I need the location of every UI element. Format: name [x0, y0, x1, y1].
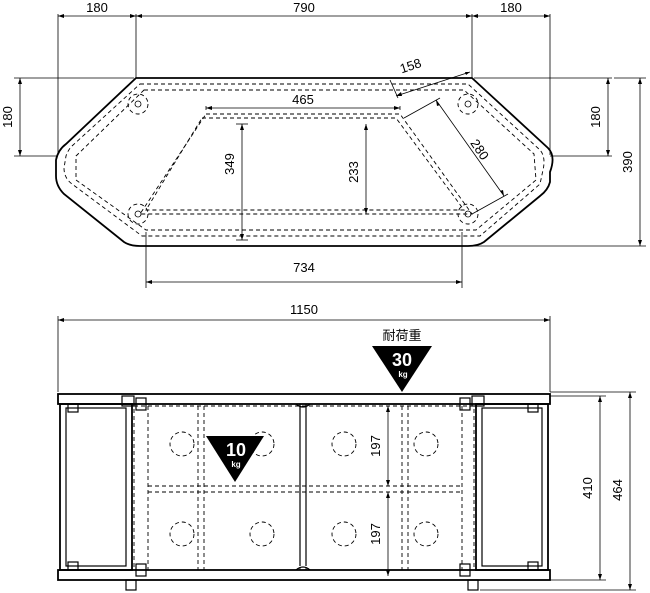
- dim-diagonal-short: 158: [398, 55, 423, 76]
- dim-inner-width: 465: [292, 92, 314, 107]
- dim-bottom-width: 734: [293, 260, 315, 275]
- caster-front-right-icon: [467, 579, 479, 591]
- right-end-panel: [475, 403, 549, 571]
- dim-lower-compartment: 197: [368, 523, 383, 545]
- front-top-board: [57, 393, 551, 405]
- shelf-load-triangle-icon: [206, 436, 264, 482]
- caster-top-right-icon: [457, 93, 479, 115]
- dim-total-width: 1150: [290, 302, 318, 317]
- top-load-value: 30: [392, 350, 412, 370]
- dim-total-height: 464: [610, 479, 625, 501]
- caster-circle-icon: [169, 431, 195, 457]
- caster-circle-icon: [331, 431, 357, 457]
- caster-circle-icon: [413, 521, 439, 547]
- dim-inner-height: 410: [580, 477, 595, 499]
- caster-circle-icon: [169, 521, 195, 547]
- caster-bottom-left-icon: [127, 203, 149, 225]
- dim-center-width: 790: [293, 0, 315, 15]
- caster-top-left-icon: [127, 93, 149, 115]
- front-bottom-board: [57, 569, 551, 581]
- dim-inner-depth-left: 349: [222, 153, 237, 175]
- dim-right-side-height: 180: [588, 106, 603, 128]
- top-load-triangle-icon: [372, 346, 432, 392]
- caster-circle-icon: [249, 521, 275, 547]
- dim-diagonal-long: 280: [467, 136, 492, 162]
- load-capacity-label: 耐荷重: [382, 328, 421, 344]
- dim-total-depth: 390: [620, 151, 635, 173]
- inner-shelf-outline: [139, 113, 473, 215]
- dim-left-width: 180: [86, 0, 108, 15]
- top-load-unit: kg: [398, 370, 407, 379]
- left-end-panel: [59, 403, 133, 571]
- dim-left-side-height: 180: [0, 106, 15, 128]
- dim-right-width: 180: [500, 0, 522, 15]
- caster-circle-icon: [331, 521, 357, 547]
- caster-circle-icon: [413, 431, 439, 457]
- shelf-load-value: 10: [226, 440, 246, 460]
- caster-bottom-right-icon: [457, 203, 479, 225]
- shelf-load-unit: kg: [231, 460, 240, 469]
- caster-front-left-icon: [125, 579, 137, 591]
- top-view: 180 790 180 180: [0, 0, 646, 288]
- dim-inner-depth-center: 233: [346, 161, 361, 183]
- dim-upper-compartment: 197: [368, 435, 383, 457]
- front-view: 1150 耐荷重 30 kg: [57, 302, 636, 591]
